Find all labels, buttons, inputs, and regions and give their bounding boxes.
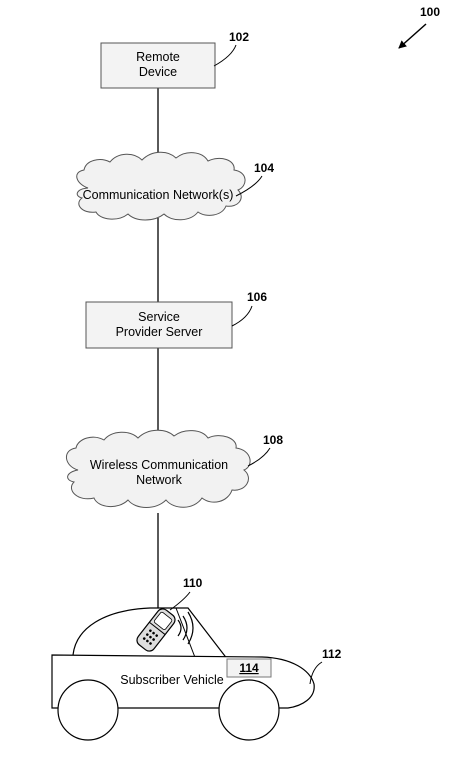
wireless-network-cloud [66, 429, 251, 508]
service-provider-server-label-line1: Service [138, 310, 180, 324]
communication-networks-leader [235, 175, 263, 197]
wireless-network-label-line2: Network [136, 473, 183, 487]
mobile-device-leader [169, 591, 191, 611]
mobile-device-node [136, 608, 194, 652]
communication-networks-cloud [76, 151, 246, 221]
vehicle-unit-box [226, 658, 272, 678]
subscriber-vehicle-leader [309, 661, 323, 685]
remote-device-ref: 102 [229, 30, 249, 44]
subscriber-vehicle-ref: 112 [322, 647, 342, 661]
remote-device-label-line2: Device [139, 65, 177, 79]
vehicle-rear-wheel [218, 679, 280, 741]
wireless-network-label-line1: Wireless Communication [90, 458, 228, 472]
service-provider-server-node: Service Provider Server [85, 301, 233, 349]
subscriber-vehicle-node: Subscriber Vehicle 114 [51, 607, 315, 741]
figure-ref-label: 100 [420, 5, 440, 19]
remote-device-label-line1: Remote [136, 50, 180, 64]
wireless-network-node: Wireless Communication Network [66, 429, 251, 508]
service-provider-server-ref: 106 [247, 290, 267, 304]
figure-ref-arrow [398, 23, 427, 49]
communication-networks-label: Communication Network(s) [83, 188, 234, 202]
communication-networks-ref: 104 [254, 161, 274, 175]
wireless-network-ref: 108 [263, 433, 283, 447]
wireless-network-leader [247, 447, 271, 467]
vehicle-unit-ref: 114 [239, 661, 259, 675]
remote-device-node: Remote Device [100, 42, 216, 89]
service-provider-server-leader [231, 305, 253, 327]
mobile-phone-icon [136, 608, 176, 652]
service-provider-server-box [85, 301, 233, 349]
remote-device-leader [213, 44, 237, 67]
subscriber-vehicle-label: Subscriber Vehicle [120, 673, 224, 687]
communication-networks-node: Communication Network(s) [76, 151, 246, 221]
remote-device-box [100, 42, 216, 89]
signal-waves-icon [177, 611, 194, 645]
vehicle-front-wheel [57, 679, 119, 741]
service-provider-server-label-line2: Provider Server [116, 325, 203, 339]
mobile-device-ref: 110 [183, 576, 203, 590]
